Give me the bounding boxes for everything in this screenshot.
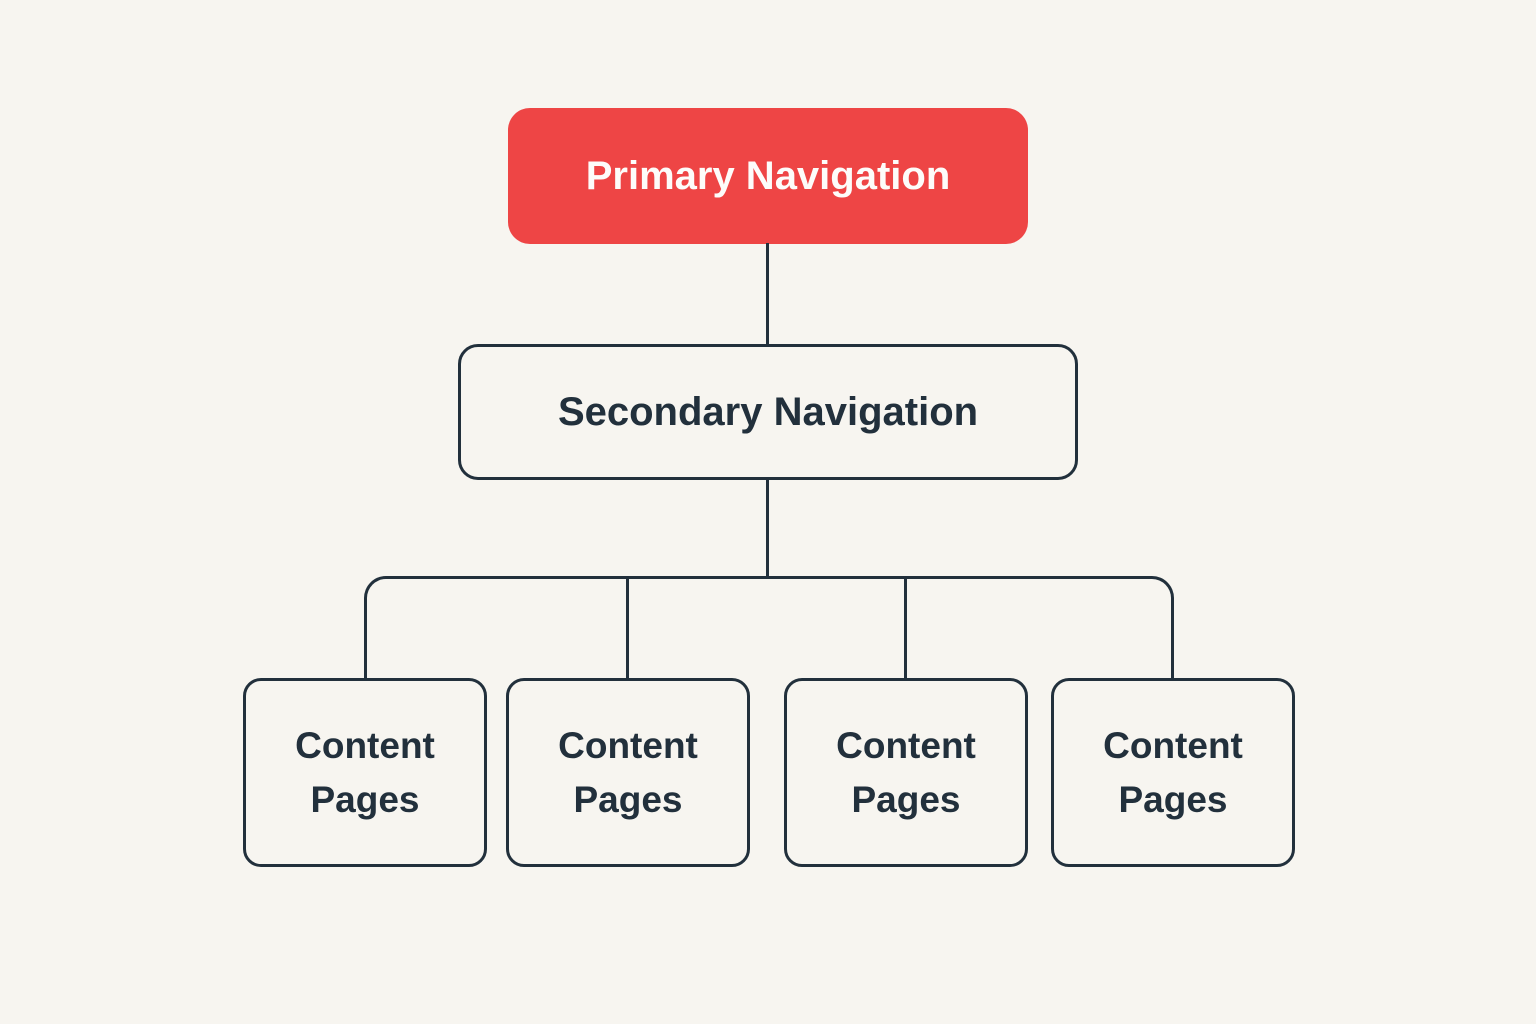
connector-primary-to-secondary [766,243,769,345]
primary-navigation-label: Primary Navigation [585,153,951,198]
content-pages-node-3: Content Pages [784,678,1028,867]
content-pages-label-1: Content Pages [295,724,435,820]
connector-secondary-to-branch [766,479,769,579]
content-pages-node-4: Content Pages [1051,678,1295,867]
primary-navigation-node: Primary Navigation [508,108,1028,244]
connector-branch-drop-3 [904,578,907,678]
content-pages-label-4: Content Pages [1103,724,1243,820]
content-pages-label-3: Content Pages [836,724,976,820]
content-pages-node-2: Content Pages [506,678,750,867]
secondary-navigation-node: Secondary Navigation [458,344,1078,480]
connector-branch-drop-2 [626,578,629,678]
content-pages-node-1: Content Pages [243,678,487,867]
connector-branch-bracket [364,576,1174,680]
content-pages-label-2: Content Pages [558,724,698,820]
secondary-navigation-label: Secondary Navigation [557,389,979,434]
